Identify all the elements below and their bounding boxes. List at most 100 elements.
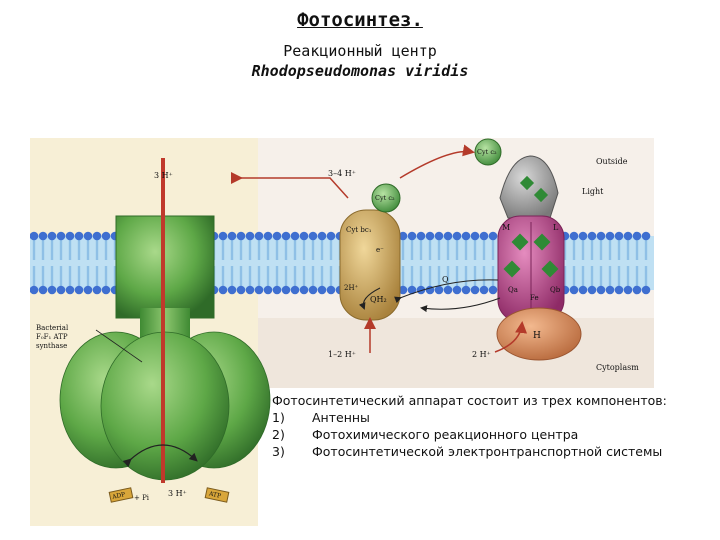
lipid-head (83, 231, 93, 241)
lipid-head (47, 285, 57, 295)
lipid-head (245, 231, 255, 241)
lipid-head (605, 231, 615, 241)
lipid-head (461, 231, 471, 241)
light-label: Light (582, 187, 604, 196)
caption-item: 3) Фотосинтетической электронтранспортно… (272, 444, 663, 459)
lipid-head (56, 231, 66, 241)
lipid-head (614, 231, 624, 241)
lipid-head (56, 285, 66, 295)
lipid-head (596, 285, 606, 295)
lipid-head (263, 285, 273, 295)
lipid-head (308, 231, 318, 241)
lipid-head (317, 285, 327, 295)
lipid-head (290, 231, 300, 241)
q-label: Q (442, 275, 449, 284)
lipid-head (587, 285, 597, 295)
lipid-head (407, 231, 417, 241)
h-atp-label: 3 H⁺ (168, 489, 187, 498)
photosynthesis-diagram: 3 H⁺ 3–4 H⁺ Cyt c₂ Cyt c₂ Cyt bc₁ Outsid… (30, 138, 654, 526)
pi-label: + Pi (134, 494, 150, 502)
lipid-head (47, 231, 57, 241)
two-h-left-label: 2H⁺ (344, 284, 359, 292)
lipid-head (101, 231, 111, 241)
lipid-head (425, 231, 435, 241)
lipid-head (30, 231, 39, 241)
page-subtitle: Реакционный центр (283, 42, 437, 60)
lipid-head (272, 231, 282, 241)
lipid-head (407, 285, 417, 295)
lipid-head (605, 285, 615, 295)
lipid-head (101, 285, 111, 295)
cyt-c2-top (474, 138, 502, 166)
lipid-head (254, 285, 264, 295)
m-subunit-label: M (502, 223, 510, 232)
lipid-head (236, 285, 246, 295)
lipid-head (299, 285, 309, 295)
caption-intro: Фотосинтетический аппарат состоит из тре… (272, 393, 667, 408)
lipid-head (38, 285, 48, 295)
lipid-head (488, 285, 498, 295)
outside-label: Outside (596, 157, 628, 166)
lipid-head (218, 285, 228, 295)
lipid-head (227, 285, 237, 295)
lipid-head (272, 285, 282, 295)
lipid-head (470, 231, 480, 241)
lipid-head (83, 285, 93, 295)
caption-item: 2) Фотохимического реакционного центра (272, 427, 579, 442)
lipid-head (254, 231, 264, 241)
cyt-bc1-label: Cyt bc₁ (346, 226, 372, 234)
lipid-head (398, 231, 408, 241)
lipid-head (416, 285, 426, 295)
lipid-head (326, 285, 336, 295)
organism-name: Rhodopseudomonas viridis (251, 62, 469, 80)
lipid-head (218, 231, 228, 241)
lipid-head (443, 285, 453, 295)
lipid-head (30, 285, 39, 295)
lipid-head (308, 285, 318, 295)
lipid-head (632, 231, 642, 241)
lipid-head (74, 231, 84, 241)
atp-synthase-label-2: F₀F₁ ATP (36, 333, 68, 341)
reaction-center (496, 155, 582, 361)
cyt-c2-mid-label: Cyt c₂ (375, 194, 395, 202)
lipid-head (569, 231, 579, 241)
lipid-head (470, 285, 480, 295)
lipid-head (641, 285, 651, 295)
lipid-head (461, 285, 471, 295)
atp-tag: ATP (204, 487, 230, 503)
lipid-head (452, 285, 462, 295)
caption-item: 1) Антенны (272, 410, 370, 425)
lipid-head (434, 285, 444, 295)
lipid-head (326, 231, 336, 241)
h-top-mid-label: 3–4 H⁺ (328, 169, 356, 178)
caption: Фотосинтетический аппарат состоит из тре… (272, 392, 712, 460)
lipid-head (317, 231, 327, 241)
lipid-head (479, 231, 489, 241)
svg-text:ADP: ADP (111, 491, 126, 501)
lipid-head (416, 231, 426, 241)
lipid-head (587, 231, 597, 241)
h-subunit-label: H (533, 331, 541, 341)
cyt-c2-top-label: Cyt c₂ (477, 148, 497, 156)
lipid-head (578, 285, 588, 295)
lipid-head (74, 285, 84, 295)
cytoplasm-label: Cytoplasm (596, 363, 639, 372)
lipid-head (452, 231, 462, 241)
fe-label: Fe (530, 294, 539, 302)
lipid-head (614, 285, 624, 295)
lipid-head (290, 285, 300, 295)
lipid-head (434, 231, 444, 241)
h-top-left-label: 3 H⁺ (154, 171, 173, 180)
svg-text:ATP: ATP (207, 490, 221, 500)
adp-tag: ADP (108, 487, 134, 503)
lipid-head (38, 231, 48, 241)
atp-synthase-label-3: synthase (36, 342, 67, 350)
qh2-label: QH₂ (370, 295, 387, 304)
lipid-head (596, 231, 606, 241)
l-subunit-label: L (553, 223, 559, 232)
lipid-head (569, 285, 579, 295)
lipid-head (641, 231, 651, 241)
lipid-head (632, 285, 642, 295)
lipid-head (299, 231, 309, 241)
qa-label: Qa (508, 286, 518, 294)
